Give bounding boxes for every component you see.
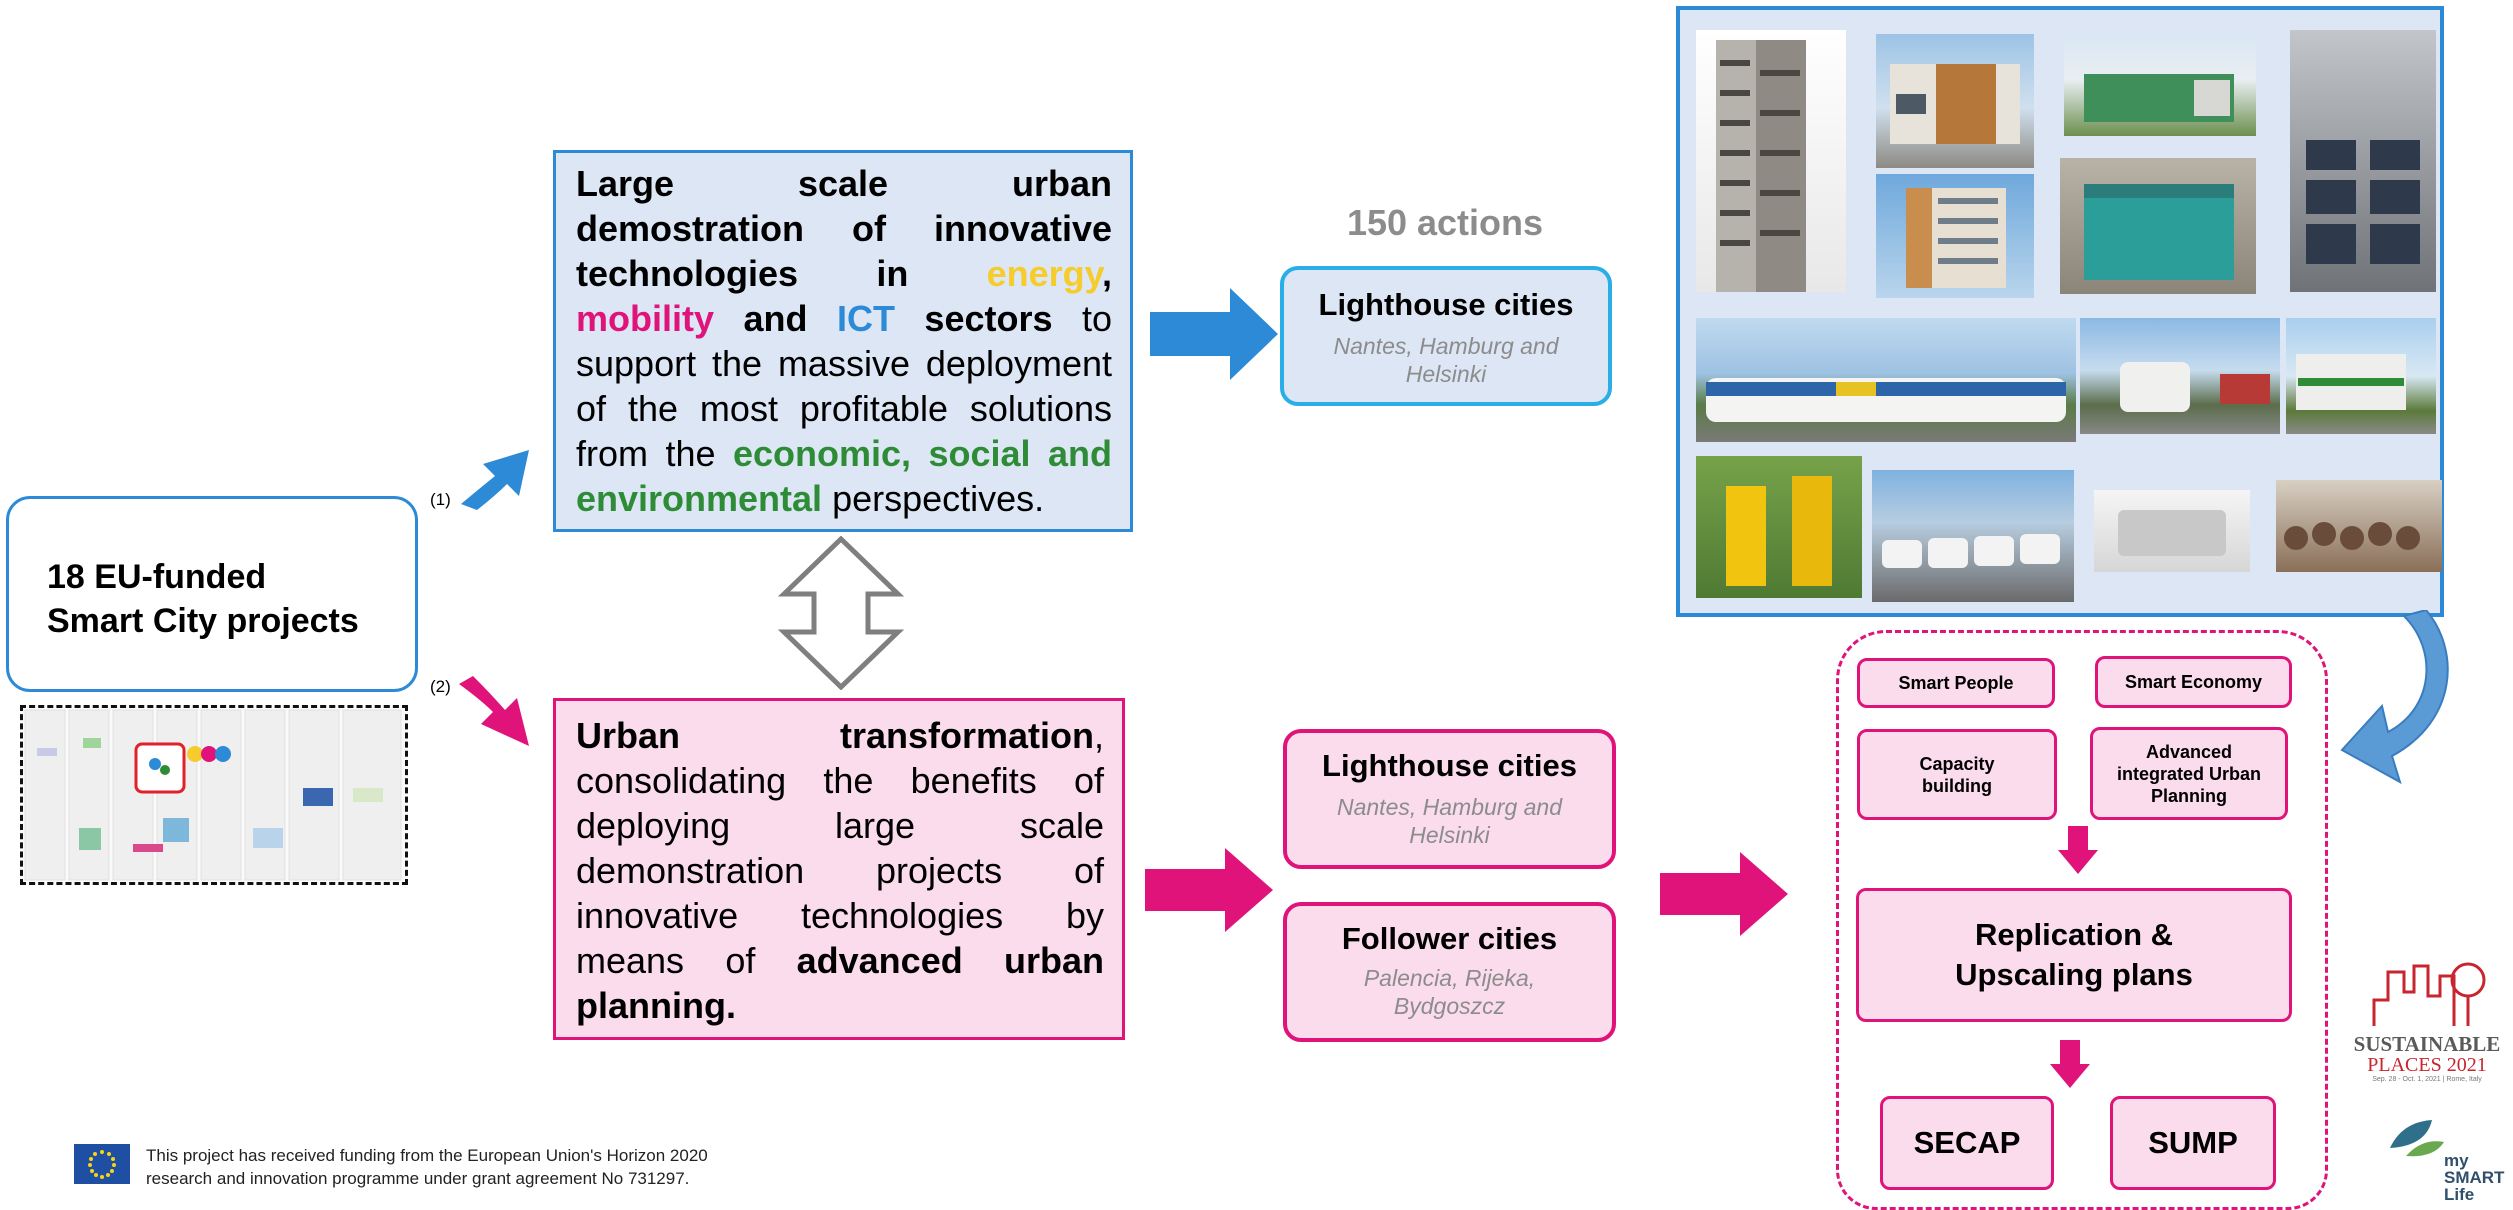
msl-line2: SMART xyxy=(2444,1168,2505,1187)
arrow-down-small-2-icon xyxy=(2050,1040,2090,1088)
msl-line3: Life xyxy=(2444,1185,2475,1204)
top-sectors: sectors xyxy=(894,298,1053,339)
top-energy: energy xyxy=(986,253,1102,294)
follower-cities: Palencia, Rijeka, Bydgoszcz xyxy=(1363,965,1536,1019)
photo-tram xyxy=(1696,318,2076,442)
top-green: economic, social and environmental xyxy=(576,433,1112,519)
photo-parked-cars xyxy=(1872,470,2074,602)
photo-garbage-truck xyxy=(2286,318,2436,434)
photo-tower xyxy=(1696,30,1846,292)
double-arrow-icon xyxy=(778,536,904,690)
lighthouse-top-card: Lighthouse cities Nantes, Hamburg and He… xyxy=(1280,266,1612,406)
photo-wood-building xyxy=(1876,34,2034,168)
arrow-right-blue-icon xyxy=(1150,288,1278,380)
photo-electric-van xyxy=(2080,318,2280,434)
advanced-planning-box: Advanced integrated Urban Planning xyxy=(2090,727,2288,820)
arrow-up-blue-icon xyxy=(461,450,529,510)
photo-meeting xyxy=(2276,480,2442,572)
bottom-transformation-box: Urban transformation, consolidating the … xyxy=(553,698,1125,1040)
funding-line2: research and innovation programme under … xyxy=(146,1169,690,1188)
photo-device xyxy=(2094,490,2250,572)
source-title-line1: 18 EU-funded xyxy=(47,558,267,596)
bottom-text-1: Urban transformation xyxy=(576,715,1094,756)
top-text-1: Large scale urban demostration of innova… xyxy=(576,163,1112,294)
follower-card: Follower cities Palencia, Rijeka, Bydgos… xyxy=(1283,902,1616,1042)
lighthouse-top-cities: Nantes, Hamburg and Helsinki xyxy=(1333,333,1559,387)
photo-collage-panel xyxy=(1676,6,2444,617)
capacity-building-box: Capacity building xyxy=(1857,729,2057,820)
lighthouse-bottom-cities: Nantes, Hamburg and Helsinki xyxy=(1336,794,1562,848)
photo-apartment-block xyxy=(1876,174,2034,298)
photo-solar-road xyxy=(2290,30,2436,292)
smart-economy-box: Smart Economy xyxy=(2095,656,2292,708)
top-comma: , xyxy=(1101,253,1112,294)
lighthouse-bottom-card: Lighthouse cities Nantes, Hamburg and He… xyxy=(1283,729,1616,869)
my-smart-life-leaf-icon xyxy=(2390,1120,2444,1157)
photo-charging-station xyxy=(1696,456,1862,598)
msl-line1: my xyxy=(2444,1151,2469,1170)
marker-2: (2) xyxy=(430,677,451,696)
funding-notice: This project has received funding from t… xyxy=(146,1144,708,1190)
sp-date: Sep. 28 - Oct. 1, 2021 | Rome, Italy xyxy=(2372,1076,2482,1083)
marker-1: (1) xyxy=(430,490,451,509)
top-text-3: perspectives. xyxy=(822,478,1045,519)
source-title-line2: Smart City projects xyxy=(47,602,359,640)
arrow-right-magenta-icon xyxy=(1145,848,1273,932)
photo-teal-container xyxy=(2060,158,2256,294)
project-logos-strip xyxy=(20,705,408,885)
sustainable-places-logo: SUSTAINABLE PLACES 2021 Sep. 28 - Oct. 1… xyxy=(2346,956,2508,1086)
eu-flag-icon xyxy=(74,1144,130,1184)
follower-title: Follower cities xyxy=(1341,921,1558,956)
arrow-right-magenta-2-icon xyxy=(1660,852,1788,936)
source-projects-box: 18 EU-funded Smart City projects xyxy=(6,496,418,692)
arrow-down-magenta-icon xyxy=(459,676,529,746)
arrow-down-small-1-icon xyxy=(2058,826,2098,874)
smart-people-box: Smart People xyxy=(1857,658,2055,708)
top-demonstration-box: Large scale urban demostration of innova… xyxy=(553,150,1133,532)
top-text-2: to support the massive deployment of the… xyxy=(576,298,1112,474)
pillars-container xyxy=(1836,630,2328,1210)
top-mobility: mobility xyxy=(576,298,715,339)
photo-green-container xyxy=(2064,34,2256,136)
sump-box: SUMP xyxy=(2110,1096,2276,1190)
funding-line1: This project has received funding from t… xyxy=(146,1146,708,1165)
bottom-text-2: , consolidating the benefits of deployin… xyxy=(576,715,1104,981)
bottom-text-3: advanced urban planning. xyxy=(576,940,1104,1026)
replication-plans-box: Replication & Upscaling plans xyxy=(1856,888,2292,1022)
curved-arrow-blue-icon xyxy=(2340,610,2449,785)
actions-label: 150 actions xyxy=(1346,202,1544,243)
project-logos-graphic xyxy=(24,709,402,881)
sustainable-places-skyline-icon xyxy=(2372,962,2486,1026)
lighthouse-bottom-title: Lighthouse cities xyxy=(1322,748,1577,783)
top-ict: ICT xyxy=(836,298,895,339)
sp-sub: PLACES 2021 xyxy=(2367,1054,2487,1076)
sp-title: SUSTAINABLE xyxy=(2353,1032,2501,1056)
my-smart-life-logo: my SMART Life xyxy=(2386,1118,2504,1210)
secap-box: SECAP xyxy=(1880,1096,2054,1190)
top-and: and xyxy=(714,298,837,339)
lighthouse-top-title: Lighthouse cities xyxy=(1318,287,1574,322)
